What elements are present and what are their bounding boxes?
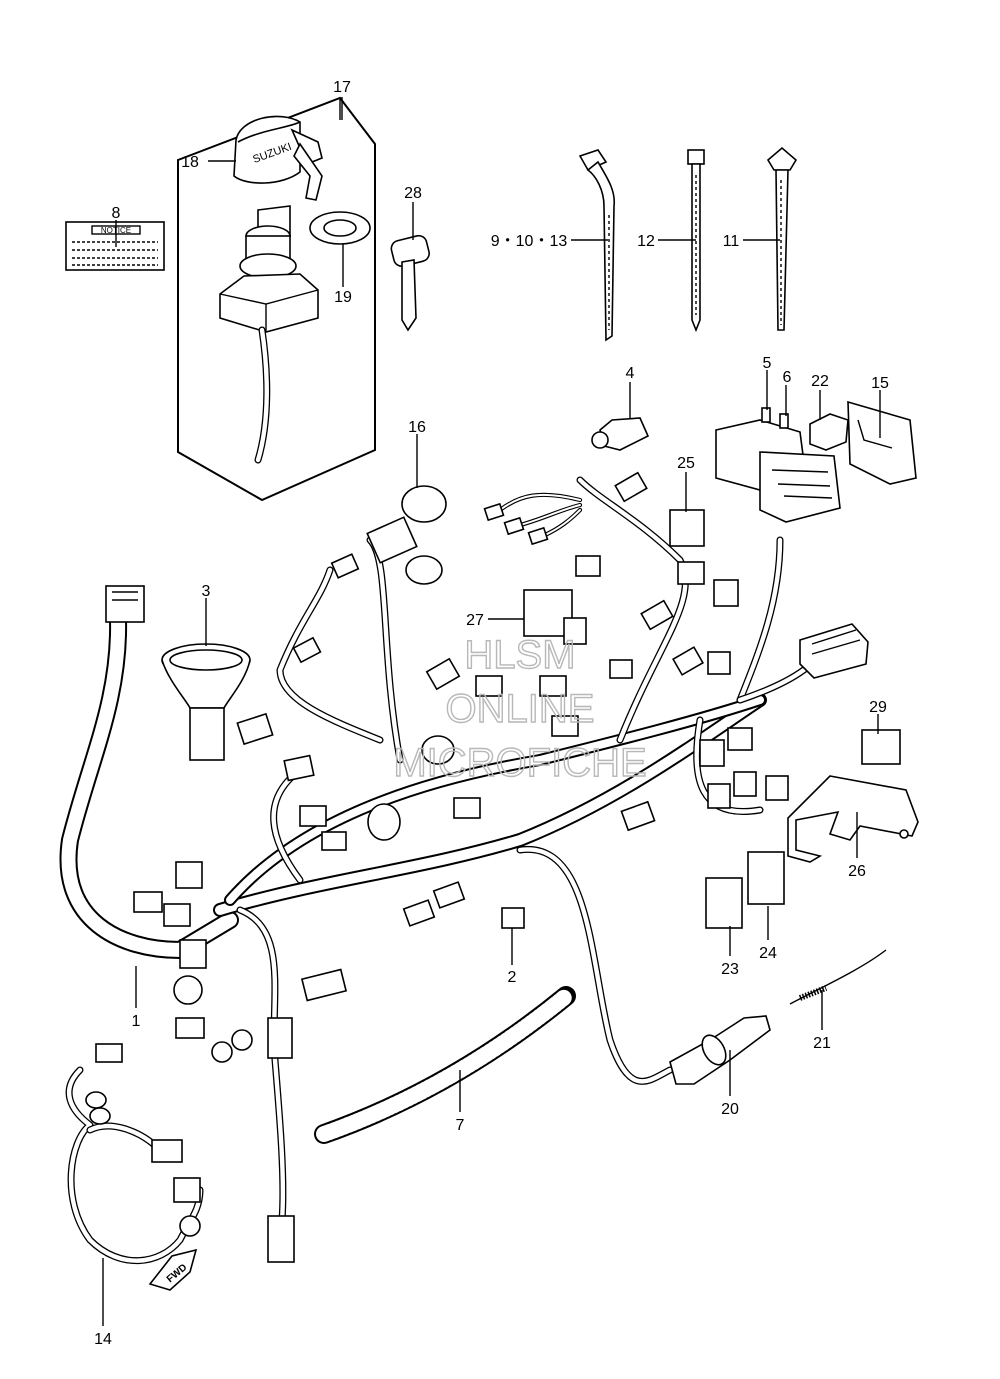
callout-3: 3 [202,583,211,600]
socket-part [366,485,447,585]
callout-21: 21 [813,1035,831,1052]
callout-26: 26 [848,863,866,880]
callout-27: 27 [466,612,484,629]
callout-15: 15 [871,375,889,392]
callout-22: 22 [811,373,829,390]
callout-labels: 17 18 8 28 19 9・10・13 12 11 4 5 6 22 15 … [94,79,889,1348]
connector-25-part [669,509,705,547]
grommet-part [161,643,251,761]
callout-9-10-13: 9・10・13 [491,233,568,250]
watermark: HLSM ONLINE MICROFICHE [393,632,648,785]
callout-19: 19 [334,289,352,306]
sub-harness [65,1043,204,1265]
switch-nut-part [309,211,371,245]
callout-23: 23 [721,961,739,978]
relay-part [523,589,587,645]
connector-cap-part [591,417,650,451]
callout-2: 2 [508,969,517,986]
main-wiring-harness [59,471,869,1263]
callout-1: 1 [132,1013,141,1030]
watermark-line3: MICROFICHE [393,741,646,785]
relay-assembly [715,400,917,523]
callout-4: 4 [626,365,635,382]
ignition-switch-kit: SUZUKI [177,96,376,502]
key-cover-part: SUZUKI [233,115,323,201]
callout-5: 5 [763,355,772,372]
callout-28: 28 [404,185,422,202]
small-block-part [501,907,525,929]
spring-part [789,949,887,1005]
corrugated-tube-part [314,986,576,1144]
leader-lines [102,97,881,1326]
callout-29: 29 [869,699,887,716]
connector-29-part [861,729,901,765]
notice-label-part: NOTICE [65,221,165,271]
callout-12: 12 [637,233,655,250]
callout-18: 18 [181,154,199,171]
callout-25: 25 [677,455,695,472]
sensor-part [669,1015,771,1085]
fwd-arrow: FWD [148,1248,198,1291]
bracket-part [787,775,919,863]
callout-6: 6 [783,369,792,386]
connector-23-part [705,877,743,929]
watermark-line2: ONLINE [446,687,595,731]
callout-11: 11 [723,233,740,250]
key-part [390,234,430,332]
callout-16: 16 [408,419,426,436]
callout-7: 7 [456,1117,465,1134]
callout-24: 24 [759,945,777,962]
ignition-switch-part [219,205,319,464]
callout-8: 8 [112,205,121,222]
watermark-line1: HLSM [464,633,575,677]
cable-ties [578,146,798,342]
callout-14: 14 [94,1331,112,1348]
callout-20: 20 [721,1101,739,1118]
callout-17: 17 [333,79,351,96]
connector-24-part [747,851,785,905]
